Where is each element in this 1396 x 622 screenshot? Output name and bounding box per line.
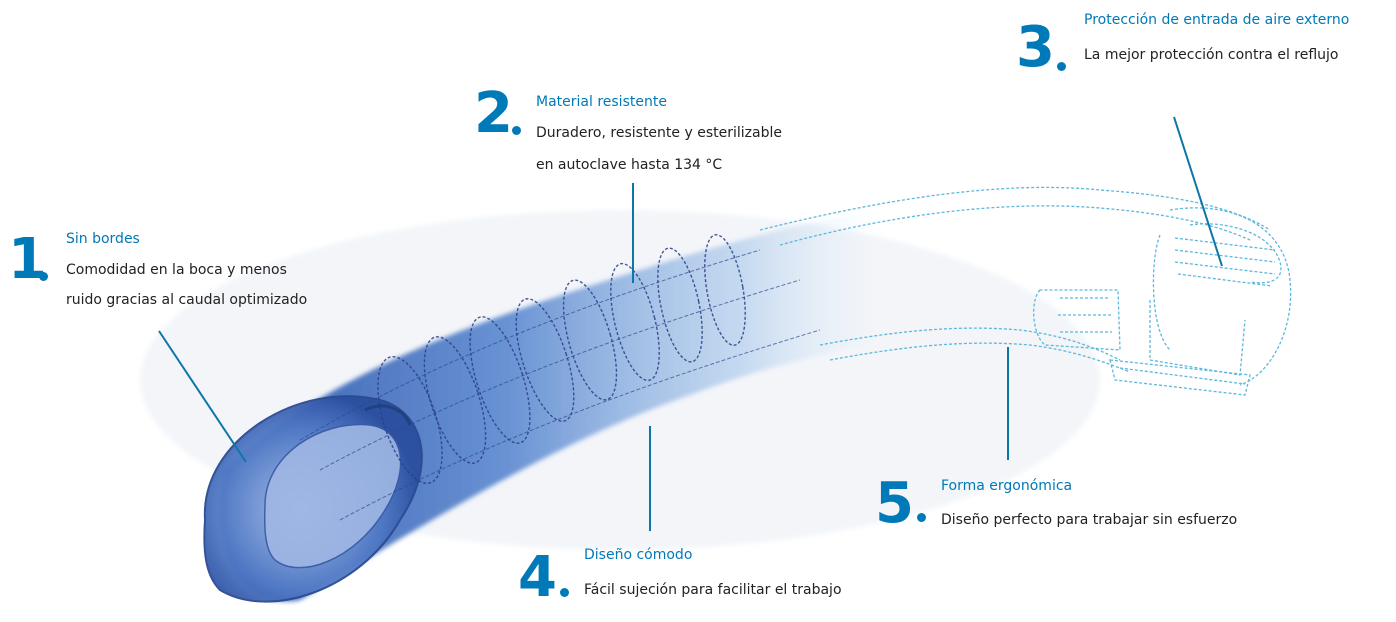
callout-dot [39, 272, 48, 281]
callout-description-line: Fácil sujeción para facilitar el trabajo [584, 575, 842, 605]
callout-title: Material resistente [536, 94, 667, 110]
callout-dot [512, 126, 521, 135]
callout-number: 3 [1016, 20, 1053, 76]
callout-description-line: Comodidad en la boca y menos [66, 255, 287, 285]
leader-line-3 [1174, 117, 1222, 266]
callout-dot [560, 588, 569, 597]
callout-title: Forma ergonómica [941, 478, 1072, 494]
callout-description-line: ruido gracias al caudal optimizado [66, 285, 307, 315]
callout-title: Diseño cómodo [584, 547, 692, 563]
callout-description-line: La mejor protección contra el reflujo [1084, 40, 1339, 70]
callout-title: Sin bordes [66, 231, 140, 247]
callout-dot [1057, 62, 1066, 71]
callout-description-line: en autoclave hasta 134 °C [536, 150, 722, 180]
callout-description-line: Diseño perfecto para trabajar sin esfuer… [941, 505, 1237, 535]
callout-dot [917, 513, 926, 522]
callout-number: 4 [518, 550, 555, 606]
callout-title: Protección de entrada de aire externo [1084, 12, 1349, 28]
callout-number: 5 [875, 476, 912, 532]
callout-number: 2 [474, 86, 511, 142]
callout-description-line: Duradero, resistente y esterilizable [536, 118, 782, 148]
